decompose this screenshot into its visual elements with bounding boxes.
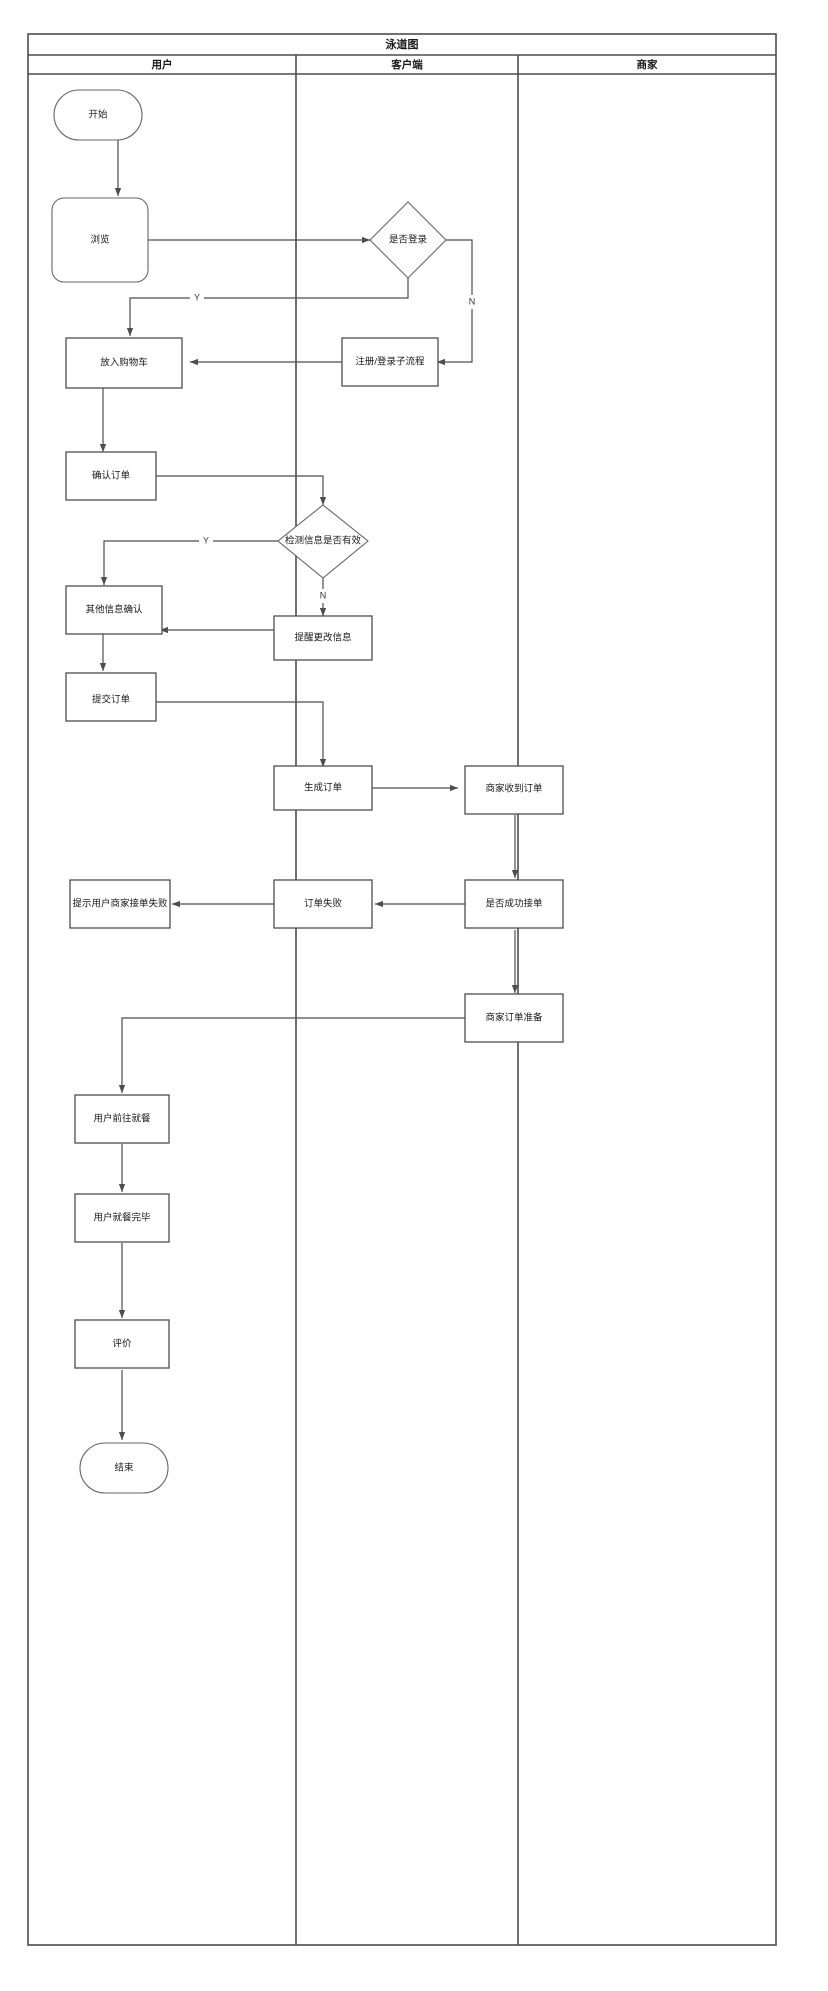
node-merchant-receive-shape	[464, 765, 564, 815]
node-order-failed[interactable]: 订单失败	[273, 879, 373, 929]
node-user-go-dine[interactable]: 用户前往就餐	[74, 1094, 170, 1144]
node-notify-fail-label: 提示用户商家接单失败	[72, 898, 168, 910]
edge-is-login-yes-to-add-cart	[126, 278, 409, 337]
node-confirm-order-shape	[65, 451, 157, 501]
node-prepare-order-label: 商家订单准备	[485, 1012, 543, 1024]
lane-frame-group	[27, 33, 777, 1946]
node-accept-success[interactable]: 是否成功接单	[464, 879, 564, 929]
node-end-label: 结束	[114, 1462, 134, 1474]
edge-label-info-yes: Y	[203, 535, 209, 545]
diagram-title: 泳道图	[386, 37, 419, 51]
node-remind-change-shape	[273, 615, 373, 661]
edge-label-info-no: N	[320, 590, 327, 600]
node-login-subprocess[interactable]: 注册/登录子流程	[341, 337, 439, 387]
node-check-info-label: 检测信息是否有效	[285, 535, 362, 547]
node-user-done-dine-shape	[74, 1193, 170, 1243]
node-add-cart-shape	[65, 337, 183, 389]
node-generate-order-shape	[273, 765, 373, 811]
node-end[interactable]: 结束	[79, 1442, 169, 1494]
node-add-cart-label: 放入购物车	[100, 357, 148, 369]
node-remind-change[interactable]: 提醒更改信息	[273, 615, 373, 661]
node-check-info-shape	[277, 504, 369, 579]
node-other-info[interactable]: 其他信息确认	[65, 585, 163, 635]
node-review[interactable]: 评价	[74, 1319, 170, 1369]
node-start-shape	[53, 89, 143, 141]
edge-label-login-yes: Y	[194, 292, 200, 302]
node-accept-success-shape	[464, 879, 564, 929]
node-notify-fail[interactable]: 提示用户商家接单失败	[69, 879, 171, 929]
node-start[interactable]: 开始	[53, 89, 143, 141]
node-other-info-shape	[65, 585, 163, 635]
lane-header-user: 用户	[151, 58, 173, 71]
lane-header-merchant: 商家	[637, 58, 658, 71]
node-login-subprocess-label: 注册/登录子流程	[355, 356, 425, 368]
node-is-login[interactable]: 是否登录	[369, 201, 447, 279]
node-add-cart[interactable]: 放入购物车	[65, 337, 183, 389]
node-merchant-receive[interactable]: 商家收到订单	[464, 765, 564, 815]
node-end-shape	[79, 1442, 169, 1494]
node-other-info-label: 其他信息确认	[85, 604, 143, 616]
lane-header-client: 客户端	[390, 58, 423, 71]
swimlane-outer-frame	[27, 33, 777, 1946]
node-browse-label: 浏览	[90, 234, 109, 246]
node-is-login-label: 是否登录	[389, 235, 428, 246]
node-submit-order[interactable]: 提交订单	[65, 672, 157, 722]
node-order-failed-shape	[273, 879, 373, 929]
node-browse[interactable]: 浏览	[51, 197, 149, 283]
node-notify-fail-shape	[69, 879, 171, 929]
edge-confirm-order-to-check-info	[155, 475, 327, 506]
edge-labels-group: Y N Y N	[190, 291, 479, 603]
node-review-label: 评价	[112, 1339, 132, 1350]
node-submit-order-shape	[65, 672, 157, 722]
node-review-shape	[74, 1319, 170, 1369]
node-prepare-order-shape	[464, 993, 564, 1043]
node-merchant-receive-label: 商家收到订单	[485, 783, 543, 795]
node-is-login-shape	[369, 201, 447, 279]
node-user-go-dine-label: 用户前往就餐	[93, 1113, 151, 1125]
node-start-label: 开始	[88, 109, 108, 121]
node-login-subprocess-shape	[341, 337, 439, 387]
node-check-info[interactable]: 检测信息是否有效	[277, 504, 369, 579]
node-user-done-dine-label: 用户就餐完毕	[93, 1212, 151, 1224]
edge-check-info-yes-to-other-info	[100, 540, 278, 586]
edge-prepare-order-to-user-go-dine	[118, 1017, 465, 1094]
node-browse-shape	[51, 197, 149, 283]
node-user-done-dine[interactable]: 用户就餐完毕	[74, 1193, 170, 1243]
node-accept-success-label: 是否成功接单	[485, 898, 543, 910]
node-confirm-order-label: 确认订单	[92, 470, 131, 482]
node-generate-order[interactable]: 生成订单	[273, 765, 373, 811]
node-generate-order-label: 生成订单	[304, 782, 343, 794]
node-user-go-dine-shape	[74, 1094, 170, 1144]
node-submit-order-label: 提交订单	[92, 694, 131, 706]
node-remind-change-label: 提醒更改信息	[294, 632, 351, 644]
node-order-failed-label: 订单失败	[304, 898, 343, 910]
edge-submit-order-to-generate-order	[155, 701, 327, 768]
node-prepare-order[interactable]: 商家订单准备	[464, 993, 564, 1043]
edge-label-login-no: N	[469, 296, 476, 306]
node-confirm-order[interactable]: 确认订单	[65, 451, 157, 501]
